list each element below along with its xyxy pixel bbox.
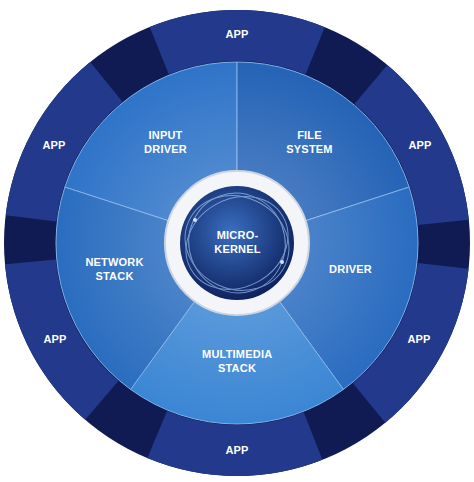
app-segment: APP [40, 138, 68, 152]
node-label: MULTIMEDIA STACK [202, 347, 272, 375]
node-label: APP [405, 332, 433, 346]
node-label: FILE SYSTEM [286, 128, 332, 156]
app-segment: APP [223, 27, 251, 41]
service-wedge: DRIVER [327, 262, 374, 276]
kernel-circle: MICRO- KERNEL [212, 228, 263, 256]
node-label: DRIVER [329, 262, 372, 276]
node-label: MICRO- KERNEL [214, 228, 260, 256]
node-label: APP [41, 332, 69, 346]
app-segment: APP [406, 138, 434, 152]
app-segment: APP [405, 332, 433, 346]
service-wedge: MULTIMEDIA STACK [200, 347, 274, 375]
pie-glow [56, 62, 418, 424]
orbit-dot [193, 218, 197, 222]
node-label: APP [406, 138, 434, 152]
orbit-lines [169, 178, 305, 307]
node-label: APP [223, 27, 251, 41]
node-label: NETWORK STACK [85, 255, 143, 283]
service-wedge: INPUT DRIVER [142, 128, 189, 156]
app-segment: APP [223, 443, 251, 457]
node-label: APP [223, 443, 251, 457]
service-wedge: FILE SYSTEM [284, 128, 335, 156]
node-label: APP [40, 138, 68, 152]
app-segment: APP [41, 332, 69, 346]
hub-ring [165, 171, 309, 315]
orbit-dot [280, 260, 284, 264]
kernel-core [180, 186, 294, 300]
service-wedge: NETWORK STACK [83, 255, 146, 283]
node-label: INPUT DRIVER [144, 128, 187, 156]
